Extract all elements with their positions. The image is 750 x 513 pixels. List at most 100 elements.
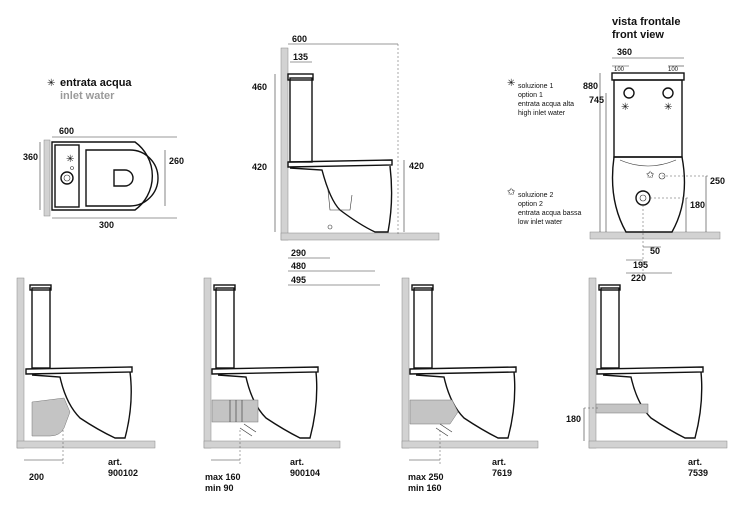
variant-7539-art-number: 7539: [688, 468, 708, 478]
front-view-low-inlet-icon: ✩: [646, 170, 655, 181]
variant-7619-art-number: 7619: [492, 468, 512, 478]
front-view-floor: [589, 231, 721, 240]
variant-connector: [595, 403, 649, 414]
dim-top-depth: 360: [23, 152, 38, 162]
option2-desc-en: low inlet water: [518, 219, 563, 226]
variant-floor: [401, 440, 539, 449]
dim-side-495: 495: [291, 275, 306, 285]
variant-floor: [203, 440, 341, 449]
top-view-seat: [85, 149, 159, 207]
variant-floor: [16, 440, 156, 449]
dim-side-tank-height: 460: [252, 82, 267, 92]
dim-top-width: 600: [59, 126, 74, 136]
dim-front-220: 220: [631, 273, 646, 283]
variant-900104-dim-1: min 90: [205, 483, 234, 493]
top-view-wall: [43, 139, 51, 217]
dim-front-right: 100: [668, 67, 679, 73]
front-view-title-it: vista frontale: [612, 16, 680, 28]
option2-note: ✩ soluzione 2 option 2 entrata acqua bas…: [507, 187, 582, 226]
front-view-inlet-left-icon: ✳: [621, 102, 629, 113]
dim-front-250: 250: [710, 176, 725, 186]
variant-7619-art-label: art.: [492, 457, 506, 467]
variant-bowl: [415, 371, 516, 439]
option1-icon: ✳: [507, 78, 515, 89]
variant-tank-lid: [29, 284, 52, 291]
dim-front-50: 50: [650, 246, 660, 256]
variant-7619-dim-0: max 250: [408, 472, 444, 482]
option1-it: soluzione 1: [518, 83, 554, 90]
variant-bowl: [31, 371, 132, 439]
variant-7619: max 250 min 160 art. 7619: [401, 277, 539, 493]
side-view-tank-lid: [287, 73, 314, 81]
legend-inlet-en: inlet water: [60, 90, 115, 102]
variant-floor: [588, 440, 728, 449]
front-view-inlet-left: [623, 87, 635, 99]
variant-900102-art-number: 900102: [108, 468, 138, 478]
variant-seat: [409, 366, 517, 375]
front-view-inlet-right: [662, 87, 674, 99]
variant-7619-dim-1: min 160: [408, 483, 442, 493]
variant-7539-art-label: art.: [688, 457, 702, 467]
variant-wall: [588, 277, 597, 449]
dim-side-top: 600: [292, 34, 307, 44]
variant-7539-dim-0: 180: [566, 414, 581, 424]
variant-wall: [401, 277, 410, 449]
variant-tank: [413, 287, 433, 369]
dim-top-bottom: 300: [99, 220, 114, 230]
dim-side-tank-depth: 135: [293, 52, 308, 62]
option1-note: ✳ soluzione 1 option 1 entrata acqua alt…: [507, 78, 574, 117]
variant-900104-dim-0: max 160: [205, 472, 241, 482]
top-view-bowl-hole: [113, 169, 134, 187]
front-view-drain: [635, 190, 651, 206]
variant-7539: 180 art. 7539: [566, 277, 728, 478]
dim-side-seat-right: 420: [409, 161, 424, 171]
top-view-flush-button: [60, 171, 74, 185]
option2-en: option 2: [518, 201, 543, 208]
top-view-inlet-icon: ✳: [66, 154, 74, 165]
dim-side-seat-left: 420: [252, 162, 267, 172]
variant-tank: [215, 287, 235, 369]
inlet-legend: ✳ entrata acqua inlet water: [47, 77, 132, 102]
dim-side-480: 480: [291, 261, 306, 271]
dim-front-745: 745: [589, 95, 604, 105]
dim-front-880: 880: [583, 81, 598, 91]
variant-connector: [409, 399, 459, 425]
side-view: 600 135 460 420 420 290 480 495: [252, 34, 440, 286]
front-view-inlet-right-icon: ✳: [664, 102, 672, 113]
variant-900102: 200 art. 900102: [16, 277, 156, 482]
dim-front-left: 100: [614, 67, 625, 73]
top-view-outline: [51, 141, 153, 211]
front-view-title-en: front view: [612, 29, 664, 41]
top-view-tank: [54, 144, 80, 208]
option2-icon: ✩: [507, 187, 516, 198]
variant-seat: [596, 366, 704, 375]
variant-tank: [600, 287, 620, 369]
variant-bowl: [602, 371, 703, 439]
option2-desc-it: entrata acqua bassa: [518, 210, 582, 217]
variant-bowl: [217, 371, 318, 439]
front-view-tank-lid: [611, 72, 685, 81]
variant-connector: [31, 397, 71, 437]
option1-desc-en: high inlet water: [518, 110, 566, 117]
variant-900104-art-label: art.: [290, 457, 304, 467]
variant-wall: [203, 277, 212, 449]
variant-tank-lid: [213, 284, 236, 291]
variant-tank-lid: [411, 284, 434, 291]
variant-tank-lid: [598, 284, 621, 291]
variant-seat: [25, 366, 133, 375]
variant-900102-dim-0: 200: [29, 472, 44, 482]
side-view-bowl: [289, 165, 393, 233]
front-view: vista frontale front view ✳ ✳ ✩ 360 100 …: [583, 16, 725, 283]
top-view: ✳ 600 360 260 300: [23, 126, 184, 230]
dim-side-290: 290: [291, 248, 306, 258]
variant-connector: [211, 399, 259, 423]
legend-inlet-it: entrata acqua: [60, 77, 132, 89]
side-view-seat: [287, 159, 393, 168]
dim-front-180: 180: [690, 200, 705, 210]
variant-900102-art-label: art.: [108, 457, 122, 467]
dim-front-width: 360: [617, 47, 632, 57]
inlet-symbol-icon: ✳: [47, 78, 55, 89]
side-view-wall: [280, 47, 289, 241]
dim-front-195: 195: [633, 260, 648, 270]
